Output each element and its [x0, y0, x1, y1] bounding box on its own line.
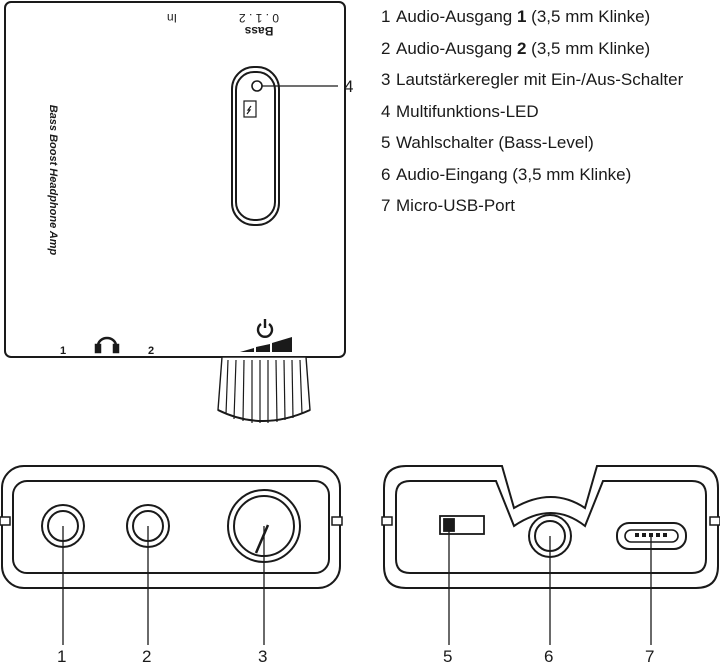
product-name: Bass Boost Headphone Amp — [47, 105, 59, 256]
callout-5: 5 — [443, 647, 452, 663]
bass-scale-label: 0 . 1 . 2 — [239, 11, 279, 25]
callout-3: 3 — [258, 647, 267, 663]
out-1-label: 1 — [60, 345, 66, 357]
callout-2: 2 — [142, 647, 151, 663]
volume-wedge-icon — [240, 337, 292, 352]
headphone-icon — [94, 336, 120, 354]
bass-level-switch — [439, 515, 485, 535]
power-icon — [256, 319, 274, 338]
bass-label: Bass — [244, 24, 273, 38]
callout-7: 7 — [645, 647, 654, 663]
volume-knob-top — [217, 356, 311, 423]
charging-symbol-icon — [243, 100, 257, 118]
in-label: In — [167, 11, 177, 25]
out-2-label: 2 — [148, 345, 154, 357]
rear-labels: In 0 . 1 . 2 Bass — [167, 11, 279, 38]
callout-4: 4 — [344, 77, 353, 96]
callout-6: 6 — [544, 647, 553, 663]
callout-1: 1 — [57, 647, 66, 663]
multifunction-led — [251, 80, 263, 92]
callout-lines-front — [62, 526, 265, 645]
callout-lines-rear — [448, 525, 652, 645]
